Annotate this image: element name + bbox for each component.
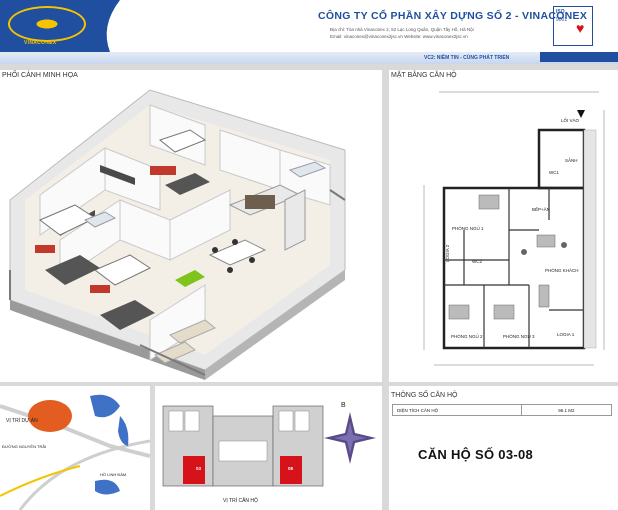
company-address: Địa chỉ: Tòa nhà Vinaconex 2, 52 Lạc Lon… bbox=[330, 27, 474, 32]
location-map bbox=[0, 394, 150, 510]
apartment-3d-render bbox=[9, 89, 346, 380]
spec-table: DIỆN TÍCH CĂN HỘ 96.1 M2 bbox=[392, 404, 612, 416]
render-title: PHỐI CẢNH MINH HỌA bbox=[2, 72, 78, 79]
plan-title: MẶT BẰNG CĂN HỘ bbox=[391, 72, 457, 79]
slogan-band bbox=[0, 52, 618, 64]
header-swoosh bbox=[80, 0, 120, 52]
area-label: DIỆN TÍCH CĂN HỘ bbox=[393, 405, 522, 415]
unit-location-title: VỊ TRÍ CĂN HỘ bbox=[223, 498, 258, 504]
floor-plan-panel: MẶT BẰNG CĂN HỘ bbox=[389, 70, 618, 382]
header: VINACONEX CÔNG TY CỔ PHẦN XÂY DỰNG SỐ 2 … bbox=[0, 0, 618, 52]
logo-emblem bbox=[14, 10, 80, 38]
room-phong-ngu-2: PHÒNG NGỦ 2 bbox=[451, 334, 483, 339]
area-value: 96.1 M2 bbox=[558, 408, 575, 413]
spec-panel: THÔNG SỐ CĂN HỘ bbox=[389, 386, 618, 510]
room-logia-2: LOGIA 2 bbox=[445, 244, 450, 262]
company-email: Email: vinaconex@vinaconex2jsc.vn Websit… bbox=[330, 34, 468, 39]
unit-03-marker: 03 bbox=[196, 466, 202, 471]
project-location-label: VỊ TRÍ DỰ ÁN bbox=[6, 418, 38, 424]
heart-icon: ♥ bbox=[576, 20, 585, 36]
room-wc2: WC2 bbox=[472, 259, 482, 264]
slogan: VC2: NIỀM TIN - CÙNG PHÁT TRIỂN bbox=[424, 55, 510, 61]
road-label: ĐƯỜNG NGUYỄN TRÃI bbox=[2, 444, 47, 449]
company-name: CÔNG TY CỔ PHẦN XÂY DỰNG SỐ 2 - VINACONE… bbox=[318, 10, 588, 22]
room-sanh: SẢNH bbox=[565, 158, 578, 163]
floor-plan-drawing bbox=[423, 91, 605, 366]
unit-08-marker: 08 bbox=[288, 466, 294, 471]
spec-title: THÔNG SỐ CĂN HỘ bbox=[391, 392, 458, 399]
entry-label: LỐI VÀO bbox=[561, 118, 580, 123]
compass-north-label: B bbox=[341, 402, 346, 409]
room-phong-ngu-3: PHÒNG NGỦ 3 bbox=[503, 334, 535, 339]
building-key-plan bbox=[162, 405, 376, 487]
apartment-title: CĂN HỘ SỐ 03-08 bbox=[418, 447, 534, 462]
iso-label: ISO bbox=[556, 9, 565, 15]
location-map-panel: VỊ TRÍ DỰ ÁN ĐƯỜNG NGUYỄN TRÃI HỒ LINH Đ… bbox=[0, 386, 150, 510]
room-phong-ngu-1: PHÒNG NGỦ 1 bbox=[452, 226, 484, 231]
render-panel: PHỐI CẢNH MINH HỌA bbox=[0, 70, 382, 382]
lake-label: HỒ LINH ĐÀM bbox=[100, 472, 127, 477]
room-logia-1: LOGIA 1 bbox=[557, 332, 575, 337]
room-wc1: WC1 bbox=[549, 170, 559, 175]
iso-badge: ISO 9001 ♥ bbox=[553, 6, 593, 46]
room-phong-khach: PHÒNG KHÁCH bbox=[545, 268, 579, 273]
iso-number: 9001 bbox=[556, 17, 568, 23]
unit-location-panel: 03 08 B VỊ TRÍ CĂN HỘ bbox=[155, 386, 382, 510]
slogan-accent-bar bbox=[540, 52, 618, 62]
room-bep-an: BẾP+ĂN bbox=[532, 207, 550, 212]
logo-text: VINACONEX bbox=[24, 40, 57, 46]
